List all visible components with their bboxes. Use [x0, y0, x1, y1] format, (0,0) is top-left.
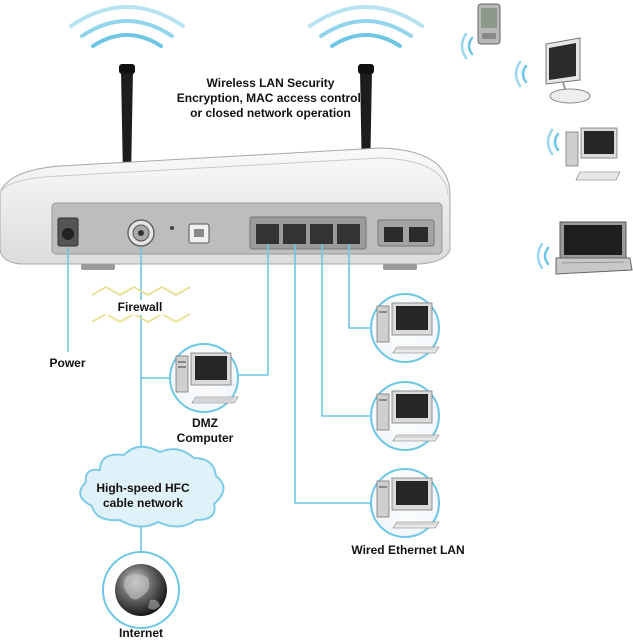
- signal-waves-left: [71, 7, 183, 46]
- firewall-label: Firewall: [105, 300, 175, 315]
- wired-lan-label: Wired Ethernet LAN: [333, 543, 483, 558]
- internet-globe: [103, 552, 179, 628]
- dmz-computer: [170, 344, 238, 412]
- wireless-security-label: Wireless LAN Security Encryption, MAC ac…: [168, 76, 373, 121]
- eth3-line: [322, 244, 370, 416]
- cable-network-line-1: High-speed HFC: [80, 481, 206, 496]
- dmz-label: DMZ Computer: [170, 416, 240, 446]
- wireless-security-line-1: Wireless LAN Security: [168, 76, 373, 91]
- wireless-signal-icons: [462, 34, 558, 268]
- lan-computer-3: [371, 469, 439, 537]
- internet-label: Internet: [106, 626, 176, 641]
- pda-icon: [478, 4, 500, 44]
- wireless-desktop-icon: [566, 128, 620, 180]
- signal-waves-right: [310, 7, 422, 46]
- cable-network-line-2: cable network: [80, 496, 206, 511]
- imac-icon: [546, 38, 590, 103]
- power-label: Power: [40, 356, 95, 371]
- cable-network-label: High-speed HFC cable network: [80, 481, 206, 511]
- eth2-line: [295, 244, 370, 503]
- lan-computer-1: [371, 294, 439, 362]
- lan-computer-2: [371, 382, 439, 450]
- dmz-label-line-1: DMZ: [170, 416, 240, 431]
- wireless-security-line-3: or closed network operation: [168, 106, 373, 121]
- dmz-label-line-2: Computer: [170, 431, 240, 446]
- laptop-icon: [556, 222, 632, 274]
- wireless-security-line-2: Encryption, MAC access control,: [168, 91, 373, 106]
